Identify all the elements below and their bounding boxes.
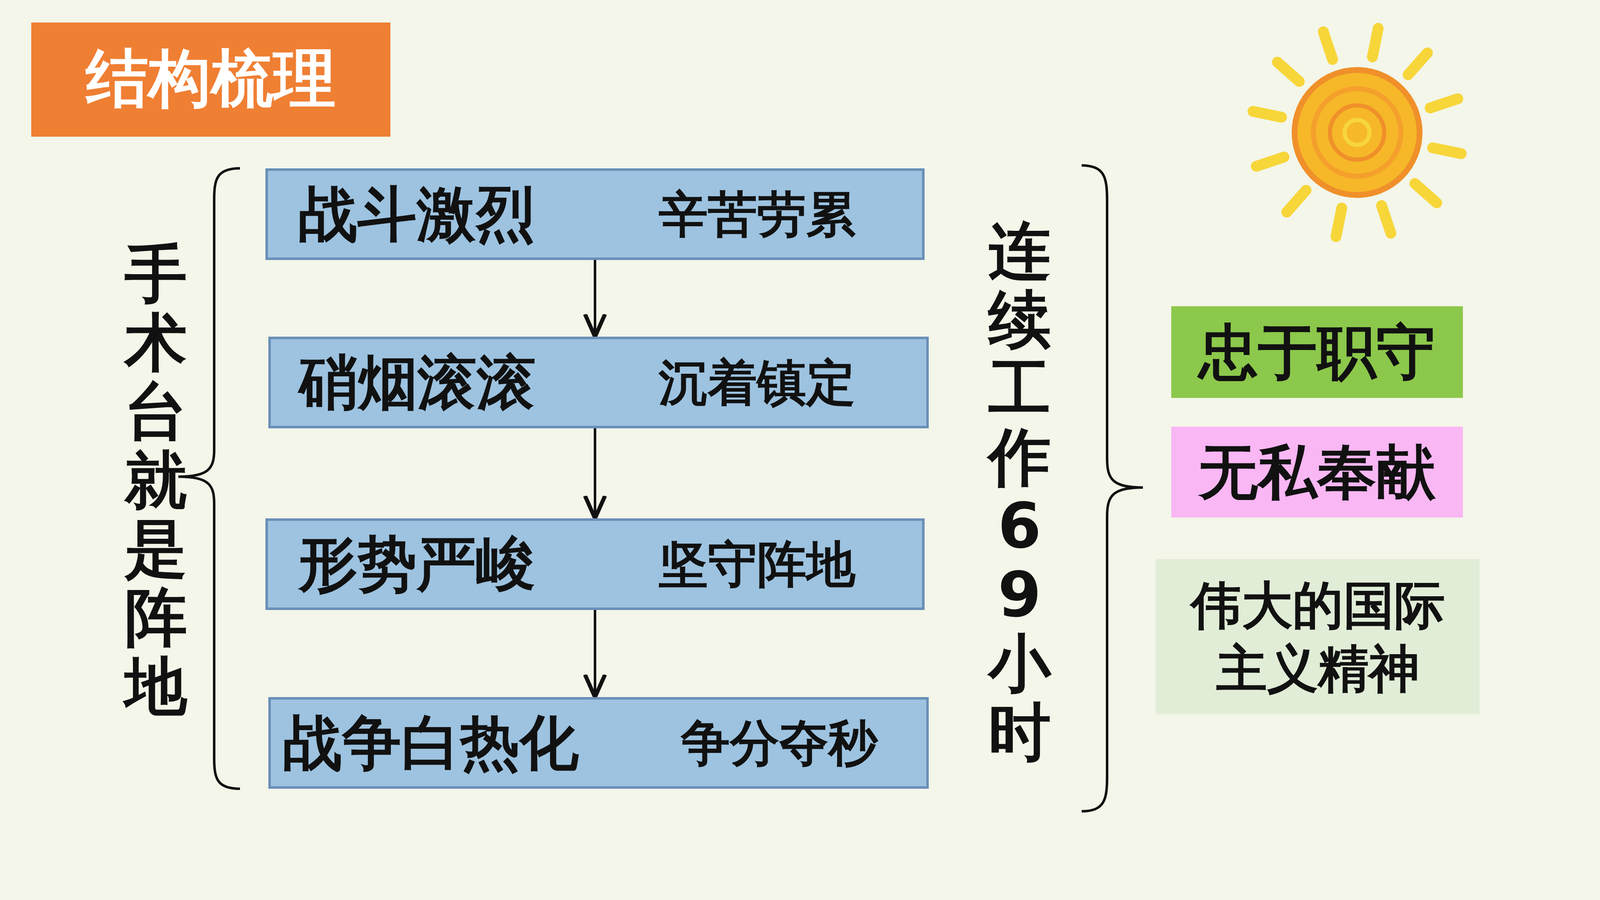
box-note: 坚守阵地 <box>658 533 856 595</box>
sun-ray <box>1256 157 1284 167</box>
sun-illustration <box>1252 28 1462 237</box>
sun-ray <box>1372 28 1379 58</box>
text-box: 伟大的国际主义精神 <box>1155 559 1480 715</box>
box-note: 辛苦劳累 <box>658 183 856 245</box>
sun-ray <box>1323 31 1333 60</box>
sun-ray <box>1432 147 1462 154</box>
text-box: 无私奉献 <box>1171 426 1463 518</box>
sun-ray <box>1252 111 1282 118</box>
vertical-label: 手术台就是阵地 <box>118 239 194 721</box>
sun-ray <box>1277 62 1300 82</box>
flow-arrow <box>593 260 597 337</box>
box-heading: 无私奉献 <box>1198 435 1436 510</box>
box-note: 沉着镇定 <box>658 351 856 414</box>
title-banner: 结构梳理 <box>31 22 391 137</box>
box-note: 争分夺秒 <box>680 712 878 774</box>
box-heading: 硝烟滚滚 <box>299 345 536 420</box>
sun-ray <box>1430 98 1458 108</box>
sun-ray <box>1415 183 1437 203</box>
vertical-label: 连续工作69小时 <box>982 216 1058 767</box>
sun-ray <box>1407 52 1428 75</box>
text-box: 硝烟滚滚 沉着镇定 <box>268 336 929 429</box>
sun-ray <box>1286 190 1306 213</box>
left-brace <box>178 168 240 789</box>
flow-arrow <box>593 428 597 519</box>
box-heading: 忠于职守 <box>1198 315 1436 390</box>
box-heading: 形势严峻 <box>298 527 535 602</box>
box-heading: 战争白热化 <box>282 705 579 780</box>
text-box: 战争白热化 争分夺秒 <box>268 697 929 789</box>
box-heading: 伟大的国际主义精神 <box>1168 573 1468 701</box>
flow-arrow <box>593 610 597 698</box>
text-box: 战斗激烈 辛苦劳累 <box>265 168 925 260</box>
box-heading: 战斗激烈 <box>298 177 535 252</box>
right-brace <box>1081 165 1143 812</box>
sun-ray <box>1381 205 1391 233</box>
text-box: 忠于职守 <box>1171 306 1463 398</box>
text-box: 形势严峻 坚守阵地 <box>265 518 925 610</box>
sun-ray <box>1335 207 1342 237</box>
